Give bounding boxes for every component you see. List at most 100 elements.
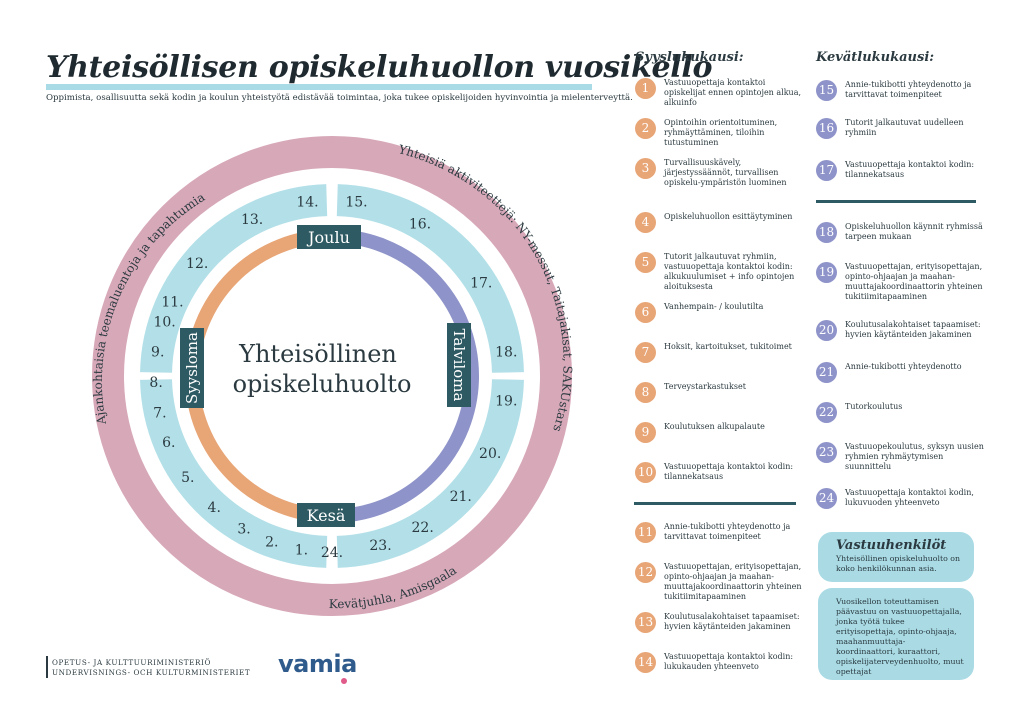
- week-band-quadrant: [140, 379, 328, 568]
- week-number: 19.: [495, 393, 517, 409]
- item-number-badge: 10: [635, 462, 656, 483]
- center-title-line1: Yhteisöllinen: [238, 340, 397, 368]
- ministry-logo-bar: [46, 656, 48, 678]
- item-number-badge: 6: [635, 302, 656, 323]
- vamia-logo-dot: [341, 678, 347, 684]
- item-number-badge: 5: [635, 252, 656, 273]
- item-text: Opiskeluhuollon käynnit ryhmissä tarpeen…: [845, 222, 983, 241]
- spring-arc: [331, 229, 479, 523]
- week-number: 16.: [409, 217, 431, 233]
- week-number: 9.: [151, 345, 164, 361]
- week-number: 3.: [237, 521, 250, 537]
- week-band-quadrant: [336, 379, 524, 568]
- item-text: Vastuuopettaja kontaktoi opiskelijat enn…: [664, 78, 802, 107]
- summer-tag: [297, 503, 355, 527]
- item-text: Vastuuopettaja kontaktoi kodin, lukuvuod…: [845, 488, 974, 507]
- week-number: 21.: [450, 489, 472, 505]
- week-number: 8.: [149, 375, 162, 391]
- item-number-badge: 3: [635, 158, 656, 179]
- page-subtitle: Oppimista, osallisuutta sekä kodin ja ko…: [46, 93, 633, 103]
- item-text: Annie-tukibotti yhteydenotto: [845, 362, 962, 371]
- week-number: 23.: [369, 538, 391, 554]
- item-text: Vastuuopettaja kontaktoi kodin: lukukaud…: [664, 652, 794, 671]
- week-number: 12.: [186, 256, 208, 272]
- spring-divider: [816, 200, 976, 203]
- item-number-badge: 16: [816, 118, 837, 139]
- week-number: 24.: [321, 545, 343, 561]
- item-number-badge: 7: [635, 342, 656, 363]
- week-number: 17.: [470, 276, 492, 292]
- week-number: 7.: [153, 406, 166, 422]
- ministry-name-sv: UNDERVISNINGS- OCH KULTURMINISTERIET: [52, 668, 251, 677]
- item-text: Vastuuopettajan, erityisopettajan, opint…: [664, 562, 802, 601]
- item-text: Tutorit jalkautuvat ryhmiin, vastuuopett…: [664, 252, 795, 291]
- item-text: Koulutuksen alkupalaute: [664, 422, 765, 431]
- item-number-badge: 14: [635, 652, 656, 673]
- item-number-badge: 20: [816, 320, 837, 341]
- item-number-badge: 22: [816, 402, 837, 423]
- winter-break-tag: [447, 323, 471, 407]
- week-number: 1.: [295, 542, 308, 558]
- item-text: Tutorkoulutus: [845, 402, 903, 411]
- item-text: Turvallisuuskävely, järjestyssäännöt, tu…: [664, 158, 787, 187]
- christmas-label: Joulu: [306, 228, 350, 247]
- item-text: Tutorit jalkautuvat uudelleen ryhmiin: [845, 118, 964, 137]
- item-number-badge: 9: [635, 422, 656, 443]
- autumn-break-tag: [180, 328, 204, 408]
- week-number: 13.: [241, 212, 263, 228]
- title-underline: [46, 84, 592, 90]
- week-number: 11.: [161, 295, 183, 311]
- item-number-badge: 15: [816, 80, 837, 101]
- responsible-box: Vastuuhenkilöt Yhteisöllinen opiskeluhuo…: [818, 532, 974, 582]
- ministry-logo: OPETUS- JA KULTTUURIMINISTERIÖ UNDERVISN…: [46, 658, 250, 678]
- item-number-badge: 23: [816, 442, 837, 463]
- item-number-badge: 1: [635, 78, 656, 99]
- week-number: 4.: [208, 500, 221, 516]
- item-text: Vastuuopettaja kontaktoi kodin: tilannek…: [845, 160, 975, 179]
- christmas-tag: [297, 225, 361, 249]
- item-number-badge: 21: [816, 362, 837, 383]
- week-band-quadrant: [336, 184, 524, 373]
- item-text: Terveystarkastukset: [664, 382, 746, 391]
- week-number: 5.: [181, 470, 194, 486]
- week-number: 14.: [296, 195, 318, 211]
- item-number-badge: 8: [635, 382, 656, 403]
- autumn-break-label: Syysloma: [183, 332, 201, 404]
- week-number: 22.: [412, 520, 434, 536]
- week-number: 15.: [345, 195, 367, 211]
- week-number: 18.: [495, 345, 517, 361]
- item-text: Vastuuopettajan, erityisopettajan, opint…: [845, 262, 983, 301]
- ministry-name-fi: OPETUS- JA KULTTUURIMINISTERIÖ: [52, 658, 211, 667]
- summer-label: Kesä: [307, 506, 346, 525]
- item-number-badge: 19: [816, 262, 837, 283]
- spring-heading: Kevätlukukausi:: [816, 50, 935, 65]
- autumn-divider: [634, 502, 796, 505]
- winter-break-label: Talviloma: [450, 329, 468, 402]
- item-number-badge: 17: [816, 160, 837, 181]
- week-band: [140, 184, 524, 568]
- item-number-badge: 11: [635, 522, 656, 543]
- week-number: 20.: [479, 446, 501, 462]
- outer-events-ring: [92, 136, 572, 616]
- week-labels: 1.2.3.4.5.6.7.8.9.10.11.12.13.14.15.16.1…: [149, 195, 517, 561]
- item-number-badge: 4: [635, 212, 656, 233]
- week-number: 2.: [265, 534, 278, 550]
- item-text: Koulutusalakohtaiset tapaamiset: hyvien …: [845, 320, 981, 339]
- item-text: Vastuuopekoulutus, syksyn uusien ryhmien…: [845, 442, 984, 471]
- item-number-badge: 2: [635, 118, 656, 139]
- vamia-logo: vamia: [278, 650, 357, 678]
- item-text: Vanhempain- / koulutilta: [664, 302, 764, 311]
- item-number-badge: 13: [635, 612, 656, 633]
- responsible-title: Vastuuhenkilöt: [836, 538, 947, 553]
- item-text: Hoksit, kartoitukset, tukitoimet: [664, 342, 792, 351]
- responsible-description-box: Vuosikellon toteuttamisen päävastuu on v…: [818, 588, 974, 680]
- item-text: Opiskeluhuollon esittäytyminen: [664, 212, 793, 221]
- item-text: Koulutusalakohtaiset tapaamiset: hyvien …: [664, 612, 800, 631]
- autumn-heading: Syyslukukausi:: [635, 50, 744, 65]
- item-number-badge: 24: [816, 488, 837, 509]
- week-band-quadrant: [140, 184, 328, 373]
- item-text: Annie-tukibotti yhteydenotto ja tarvitta…: [664, 522, 791, 541]
- page-title: Yhteisöllisen opiskeluhuollon vuosikello: [46, 50, 713, 85]
- item-text: Vastuuopettaja kontaktoi kodin: tilannek…: [664, 462, 794, 481]
- responsible-description: Vuosikellon toteuttamisen päävastuu on v…: [836, 597, 964, 676]
